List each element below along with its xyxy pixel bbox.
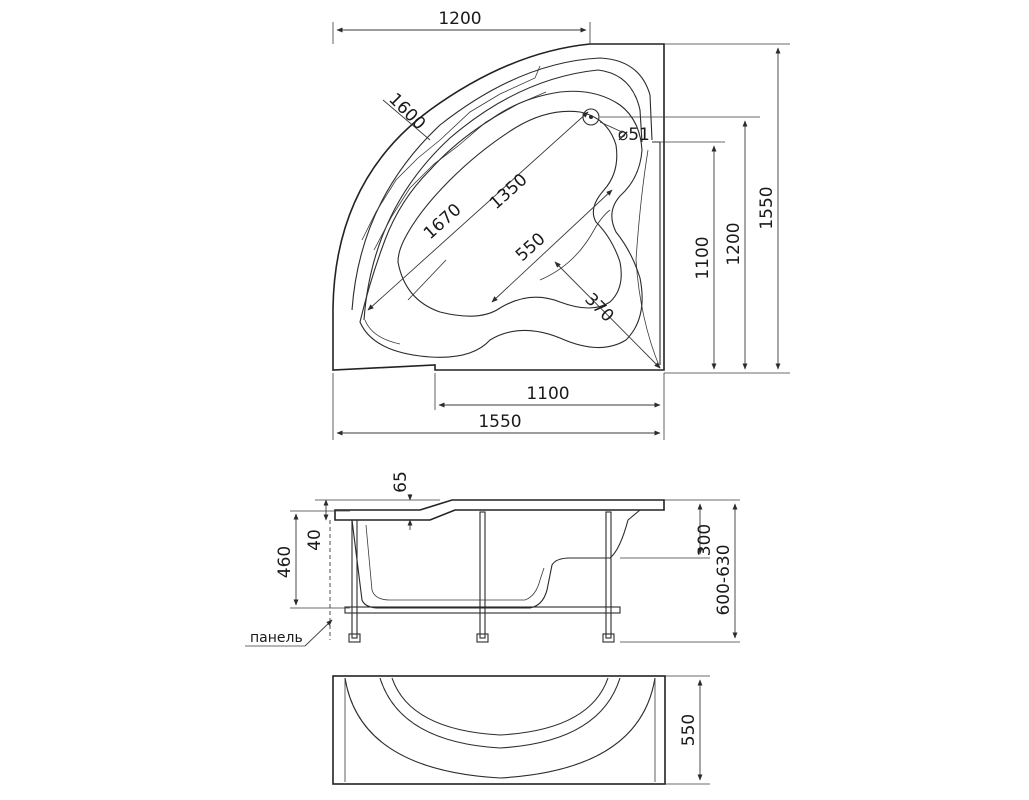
dim-label-drain: ⌀51	[618, 125, 650, 145]
panel-label: панель	[250, 630, 303, 646]
front-panel-arc-outer	[344, 677, 656, 779]
dim-line-bowl-diagonal	[407, 259, 447, 301]
top-view: 1200 1600 ⌀51 1350 1670 550 370 1100 120…	[332, 9, 790, 440]
side-body	[351, 509, 641, 609]
front-panel-outline	[332, 675, 666, 785]
right-wall	[652, 141, 661, 365]
dim-label-bowl-width: 550	[512, 229, 549, 266]
dim-label-seat-height: 300	[695, 524, 715, 556]
frame-leg	[605, 511, 612, 639]
dim-label-rim-step: 65	[391, 471, 411, 493]
frame-foot	[602, 633, 615, 643]
dim-label-panel-height: 550	[679, 714, 699, 746]
dim-label-bowl-diagonal: 1670	[420, 200, 466, 244]
side-view: 65 40 460 300 600-630 панель	[245, 471, 740, 647]
seat-step	[539, 209, 611, 281]
frame-foot	[348, 633, 361, 643]
dim-label-seat: 370	[580, 289, 617, 326]
side-body-inner	[365, 524, 545, 601]
frame-leg	[351, 519, 358, 639]
frame-bottom-rail	[344, 606, 621, 614]
dim-line-drain	[599, 121, 623, 133]
frame-foot	[476, 633, 489, 643]
dim-line-seat	[554, 261, 661, 369]
frame-leg	[479, 511, 486, 639]
front-panel-arc-mid	[379, 677, 621, 749]
dim-label-inner-length: 1350	[486, 170, 532, 214]
dim-line-bowl-width	[491, 189, 613, 303]
overflow-circle	[618, 130, 626, 138]
dim-label-bottom-inner: 1100	[526, 384, 569, 404]
dim-label-depth: 460	[275, 546, 295, 578]
dim-label-right-outer: 1550	[757, 186, 777, 229]
headrest	[364, 319, 401, 345]
front-panel-arc-inner	[391, 677, 609, 736]
dim-label-bottom-outer: 1550	[478, 412, 521, 432]
dim-label-total-height: 600-630	[714, 544, 734, 615]
dim-label-top-width: 1200	[438, 9, 481, 29]
dim-label-diagonal-outer: 1600	[384, 89, 429, 134]
side-rim	[334, 499, 665, 521]
dim-label-rim: 40	[305, 529, 325, 551]
drain-center	[589, 115, 593, 119]
dim-line-inner-length	[367, 111, 589, 311]
dim-label-right-inner: 1100	[693, 236, 713, 279]
panel-leader-line	[304, 619, 333, 647]
tub-outer-outline	[332, 43, 665, 371]
right-wall-inner	[635, 149, 661, 369]
front-view: 550	[332, 675, 710, 785]
dim-label-right-mid: 1200	[724, 222, 744, 265]
